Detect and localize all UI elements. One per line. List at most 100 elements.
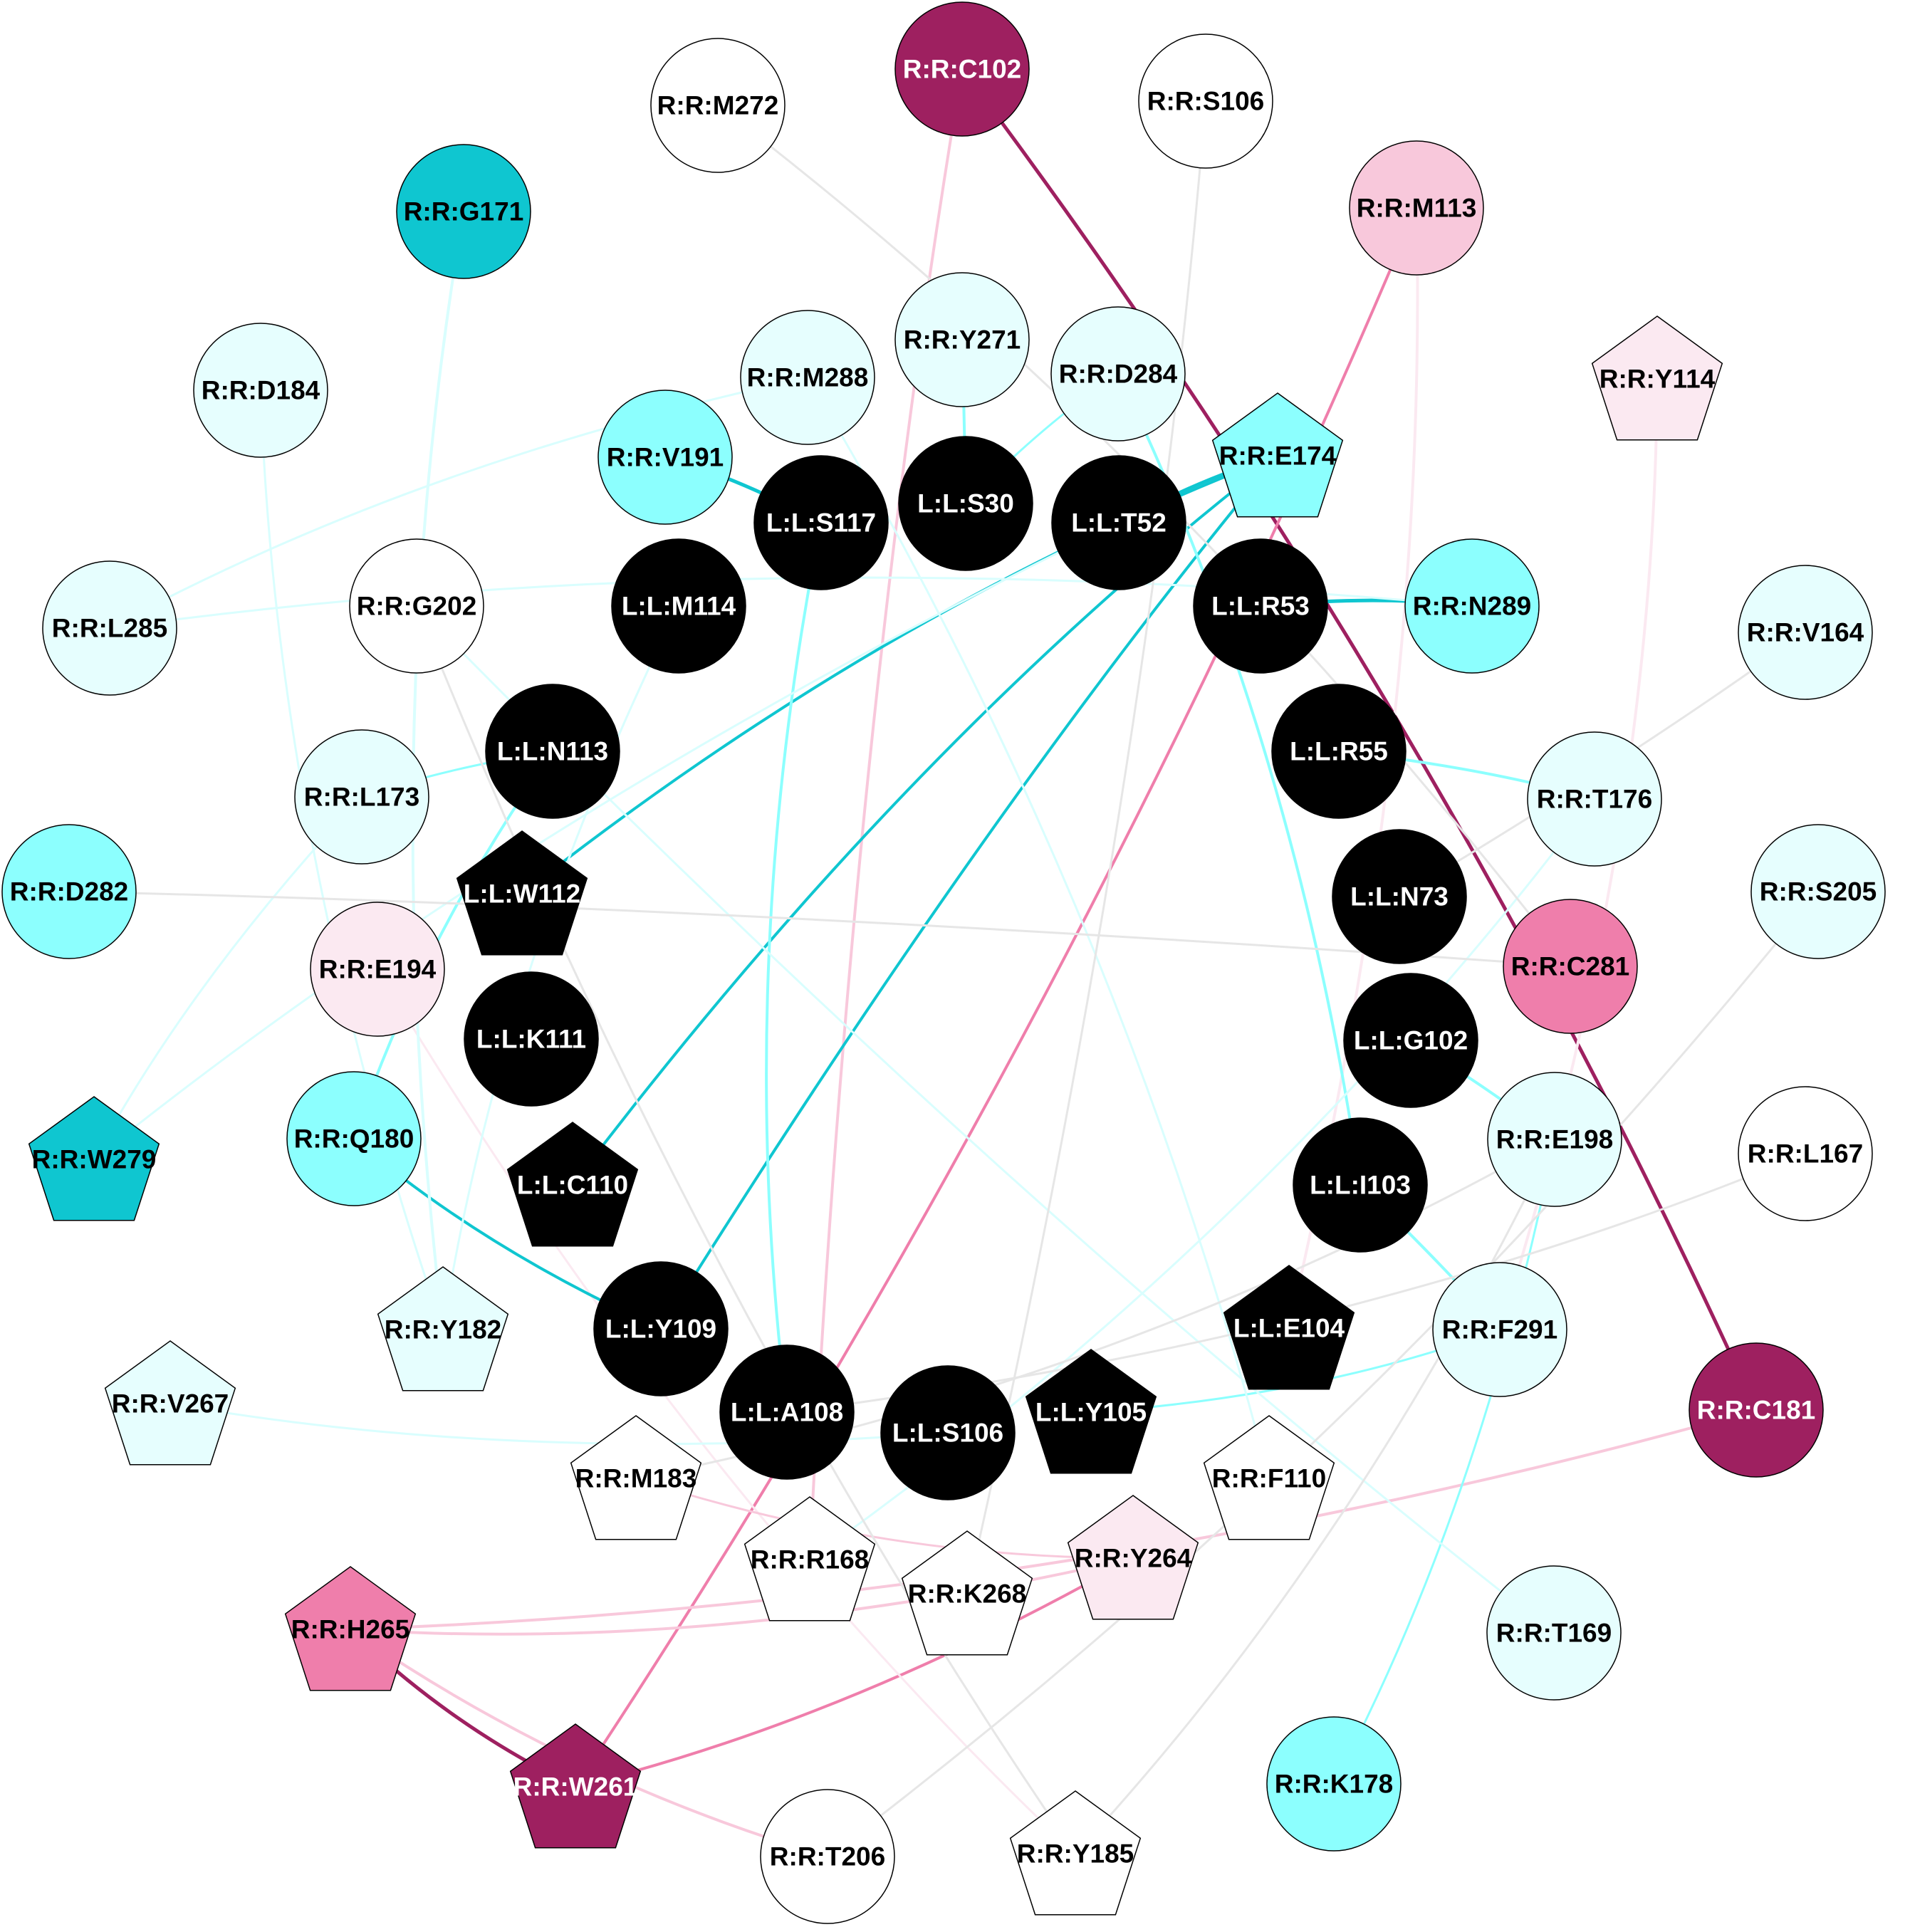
node-r55: L:L:R55 (1271, 684, 1407, 819)
circle-node-shape (286, 1071, 422, 1206)
node-t52: L:L:T52 (1051, 455, 1186, 590)
node-label: R:R:M183 (575, 1464, 697, 1493)
edge-E194-Y185 (376, 968, 1077, 1855)
node-w112: L:L:W112 (456, 830, 588, 956)
node-label: R:R:Y182 (385, 1315, 502, 1344)
node-label: R:R:Y114 (1600, 365, 1716, 394)
node-label: L:L:S117 (766, 508, 876, 538)
node-label: L:L:E104 (1233, 1314, 1345, 1343)
node-label: R:R:M272 (657, 91, 779, 120)
node-t206: R:R:T206 (760, 1789, 895, 1924)
node-label: R:R:F291 (1442, 1315, 1557, 1344)
node-label: L:L:I103 (1310, 1171, 1411, 1200)
node-f110: R:R:F110 (1203, 1415, 1335, 1540)
node-label: R:R:C102 (903, 55, 1022, 84)
pentagon-node-shape (570, 1415, 702, 1540)
node-m183: R:R:M183 (570, 1415, 702, 1540)
circle-node-shape (1527, 731, 1662, 867)
node-y182: R:R:Y182 (377, 1266, 509, 1391)
node-t169: R:R:T169 (1486, 1565, 1622, 1701)
node-label: R:R:C181 (1697, 1396, 1816, 1425)
node-c281: R:R:C281 (1503, 899, 1638, 1034)
node-label: R:R:Y185 (1017, 1839, 1134, 1869)
pentagon-node-shape (1203, 1415, 1335, 1540)
node-s117: L:L:S117 (753, 455, 889, 590)
node-label: R:R:Q180 (294, 1124, 414, 1154)
node-label: L:L:K111 (476, 1025, 586, 1054)
circle-node-shape (193, 323, 328, 458)
circle-node-shape (294, 729, 429, 865)
node-n113: L:L:N113 (485, 684, 620, 819)
node-label: R:R:T206 (770, 1842, 885, 1871)
node-e174: R:R:E174 (1211, 392, 1344, 518)
pentagon-node-shape (456, 830, 588, 956)
node-s30: L:L:S30 (898, 436, 1033, 571)
circle-node-shape (42, 560, 177, 696)
pentagon-node-shape (104, 1340, 236, 1466)
edge-W279-T52 (93, 521, 1120, 1161)
circle-node-shape (593, 1261, 729, 1396)
node-y264: R:R:Y264 (1067, 1495, 1199, 1620)
node-label: R:R:T169 (1496, 1619, 1612, 1648)
node-k111: L:L:K111 (464, 971, 599, 1107)
pentagon-node-shape (28, 1096, 160, 1221)
edge-S106R-K268 (966, 100, 1207, 1595)
node-c102: R:R:C102 (894, 1, 1030, 137)
pentagon-node-shape (1211, 392, 1344, 518)
pentagon-node-shape (1591, 315, 1723, 441)
node-label: L:L:R53 (1211, 592, 1310, 621)
edge-M183-Y264 (635, 1477, 1134, 1560)
node-label: R:R:Y264 (1075, 1544, 1192, 1573)
pentagon-node-shape (284, 1566, 417, 1691)
node-label: R:R:S205 (1760, 877, 1877, 907)
circle-node-shape (1738, 565, 1873, 700)
node-m113: R:R:M113 (1349, 140, 1484, 276)
node-l167: R:R:L167 (1738, 1086, 1873, 1221)
node-label: R:R:L167 (1748, 1139, 1863, 1169)
node-r168: R:R:R168 (743, 1496, 876, 1622)
edge-E174-Y109 (659, 454, 1279, 1330)
node-label: L:L:N73 (1350, 882, 1449, 912)
node-label: R:R:V191 (607, 443, 724, 472)
circle-node-shape (1738, 1086, 1873, 1221)
node-label: L:L:R55 (1290, 737, 1388, 766)
node-l173: R:R:L173 (294, 729, 429, 865)
node-a108: L:L:A108 (719, 1344, 855, 1480)
node-s205: R:R:S205 (1750, 824, 1886, 959)
node-y185: R:R:Y185 (1009, 1790, 1142, 1916)
circle-node-shape (760, 1789, 895, 1924)
edge-S117-A108 (765, 521, 823, 1414)
circle-node-shape (1486, 1565, 1622, 1701)
node-v164: R:R:V164 (1738, 565, 1873, 700)
node-label: R:R:M113 (1357, 194, 1477, 223)
circle-node-shape (1193, 538, 1328, 674)
node-label: R:R:G171 (404, 197, 524, 226)
node-l285: R:R:L285 (42, 560, 177, 696)
circle-node-shape (1432, 1262, 1567, 1397)
node-label: R:R:R168 (751, 1545, 870, 1575)
node-i103: L:L:I103 (1293, 1117, 1428, 1253)
node-m272: R:R:M272 (650, 38, 786, 173)
node-label: R:R:V164 (1747, 618, 1864, 647)
circle-node-shape (1349, 140, 1484, 276)
node-label: R:R:D284 (1059, 360, 1178, 389)
circle-node-shape (753, 455, 889, 590)
circle-node-shape (1689, 1342, 1824, 1478)
circle-node-shape (1, 824, 137, 959)
node-m288: R:R:M288 (740, 310, 875, 445)
node-d184: R:R:D184 (193, 323, 328, 458)
node-label: R:R:E198 (1496, 1125, 1614, 1154)
circle-node-shape (1271, 684, 1407, 819)
node-label: L:L:N113 (497, 737, 608, 766)
node-v267: R:R:V267 (104, 1340, 236, 1466)
node-label: R:R:V267 (112, 1389, 229, 1419)
node-label: R:R:F110 (1212, 1464, 1326, 1493)
node-label: R:R:N289 (1413, 592, 1532, 621)
node-label: R:R:S106 (1147, 87, 1265, 116)
circle-node-shape (1343, 973, 1478, 1108)
edge-E198-Y185 (1074, 1138, 1556, 1855)
pentagon-node-shape (1067, 1495, 1199, 1620)
node-y109: L:L:Y109 (593, 1261, 729, 1396)
node-h265: R:R:H265 (284, 1566, 417, 1691)
